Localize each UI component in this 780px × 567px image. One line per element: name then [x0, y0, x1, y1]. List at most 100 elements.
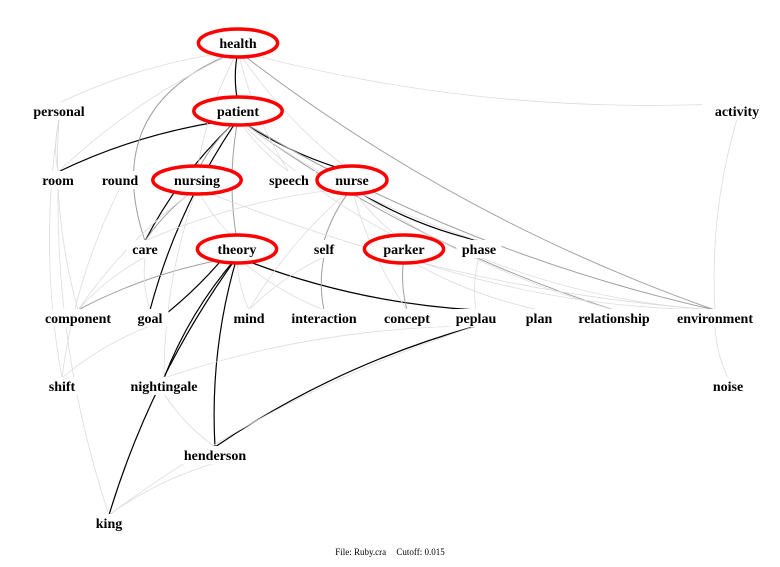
node-nursing[interactable]: nursing: [151, 164, 243, 196]
node-personal[interactable]: personal: [24, 102, 94, 120]
node-label: personal: [33, 105, 84, 120]
highlight-ellipse: [192, 95, 284, 127]
node-nurse[interactable]: nurse: [315, 164, 389, 196]
node-label: theory: [218, 243, 257, 258]
node-environment[interactable]: environment: [667, 309, 763, 327]
node-care[interactable]: care: [126, 240, 164, 258]
node-room[interactable]: room: [39, 171, 77, 189]
node-label: shift: [49, 380, 76, 395]
label-background: [39, 309, 117, 327]
node-health[interactable]: health: [196, 27, 280, 59]
highlight-ellipse: [196, 27, 280, 59]
node-henderson[interactable]: henderson: [176, 446, 254, 464]
node-speech[interactable]: speech: [262, 171, 316, 189]
edge-theory-mind: [236, 256, 250, 311]
edge-patient-goal: [149, 118, 239, 311]
node-label: king: [96, 517, 122, 532]
edge-care-component: [77, 256, 146, 311]
edge-health-room: [57, 50, 239, 173]
edge-personal-component: [57, 118, 79, 311]
highlight-ellipse: [362, 233, 446, 265]
node-noise[interactable]: noise: [705, 377, 751, 395]
footer: File: Ruby.cra Cutoff: 0.015: [0, 547, 780, 557]
node-label: peplau: [456, 312, 497, 327]
edge-room-king: [57, 187, 110, 516]
label-background: [520, 309, 558, 327]
node-interaction[interactable]: interaction: [276, 309, 372, 327]
edge-theory-interaction: [236, 256, 325, 311]
node-self[interactable]: self: [305, 240, 343, 258]
node-label: room: [42, 174, 74, 189]
label-background: [562, 309, 666, 327]
edge-activity-environment: [713, 118, 738, 311]
edge-health-patient: [234, 50, 239, 104]
node-label: environment: [677, 312, 753, 327]
label-background: [90, 514, 128, 532]
edge-henderson-king: [108, 462, 216, 516]
edge-parker-plan: [403, 256, 540, 311]
label-background: [262, 171, 316, 189]
edge-health-personal: [58, 50, 239, 104]
edge-round-shift: [61, 187, 121, 379]
node-patient[interactable]: patient: [192, 95, 284, 127]
edge-peplau-nightingale: [163, 325, 477, 379]
edge-theory-peplau: [236, 256, 477, 311]
node-label: phase: [462, 243, 496, 258]
cutoff-value: Cutoff: 0.015: [396, 547, 445, 557]
node-label: henderson: [184, 449, 246, 464]
node-parker[interactable]: parker: [362, 233, 446, 265]
node-nightingale[interactable]: nightingale: [116, 377, 212, 395]
node-plan[interactable]: plan: [520, 309, 558, 327]
node-round[interactable]: round: [97, 171, 143, 189]
label-background: [176, 446, 254, 464]
label-background: [667, 309, 763, 327]
node-label: self: [314, 243, 335, 258]
node-activity[interactable]: activity: [702, 102, 772, 120]
edge-nurse-mind: [248, 187, 353, 311]
node-label: goal: [138, 312, 163, 327]
label-background: [24, 102, 94, 120]
node-peplau[interactable]: peplau: [449, 309, 503, 327]
edge-patient-relationship: [237, 118, 615, 311]
node-label: round: [102, 174, 139, 189]
label-background: [702, 102, 772, 120]
node-label: mind: [233, 312, 264, 327]
node-goal[interactable]: goal: [131, 309, 169, 327]
node-theory[interactable]: theory: [195, 233, 279, 265]
edge-nursing-nightingale: [163, 187, 198, 379]
highlight-ellipse: [151, 164, 243, 196]
node-king[interactable]: king: [90, 514, 128, 532]
node-label: speech: [269, 174, 309, 189]
node-label: relationship: [578, 312, 650, 327]
label-background: [39, 171, 77, 189]
node-label: noise: [713, 380, 743, 395]
node-label: activity: [715, 105, 759, 120]
node-label: patient: [217, 105, 259, 120]
node-relationship[interactable]: relationship: [562, 309, 666, 327]
node-label: plan: [526, 312, 553, 327]
edge-phase-peplau: [474, 256, 480, 311]
label-background: [97, 171, 143, 189]
label-background: [116, 377, 212, 395]
edge-nurse-phase: [351, 187, 480, 242]
label-background: [376, 309, 438, 327]
label-background: [230, 309, 268, 327]
label-background: [456, 240, 502, 258]
node-concept[interactable]: concept: [376, 309, 438, 327]
node-label: health: [219, 37, 257, 52]
edge-environment-noise: [714, 325, 729, 379]
node-shift[interactable]: shift: [39, 377, 85, 395]
node-phase[interactable]: phase: [456, 240, 502, 258]
node-label: care: [132, 243, 157, 258]
node-component[interactable]: component: [39, 309, 117, 327]
node-label: interaction: [291, 312, 357, 327]
edge-nightingale-henderson: [163, 393, 216, 448]
edge-health-care: [133, 50, 239, 242]
edge-patient-nurse: [237, 118, 353, 173]
node-mind[interactable]: mind: [230, 309, 268, 327]
edge-personal-shift: [49, 118, 63, 379]
label-background: [126, 240, 164, 258]
edges-layer: [49, 50, 738, 516]
node-label: nursing: [174, 174, 220, 189]
